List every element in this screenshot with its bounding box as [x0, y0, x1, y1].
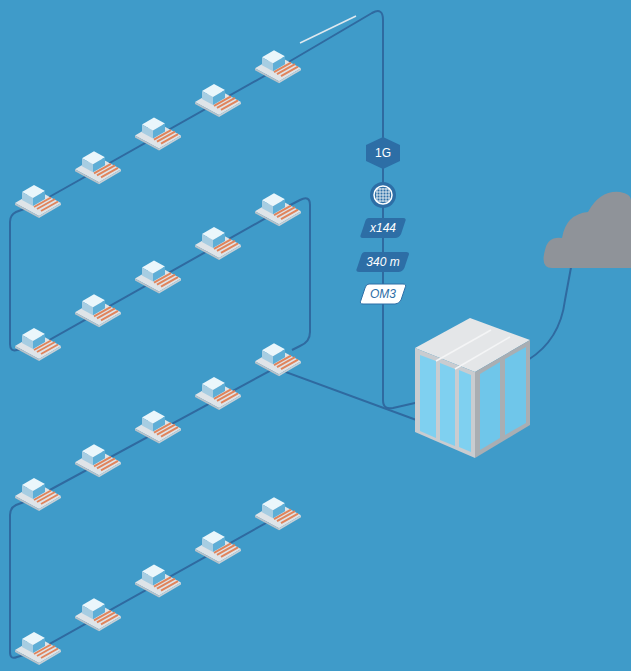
device-icon [15, 328, 61, 361]
fiber-type-badge: OM3 [359, 284, 407, 304]
device-icon [135, 261, 181, 294]
badge-text: x144 [370, 222, 396, 234]
badge-text: 1G [375, 147, 391, 159]
badge-text: 340 m [366, 256, 399, 268]
device-icon [135, 411, 181, 444]
device-icon [75, 444, 121, 477]
cloud [544, 192, 631, 268]
device-icon [135, 565, 181, 598]
badge-text: OM3 [370, 288, 396, 300]
device-icon [15, 185, 61, 218]
device-icon [255, 343, 301, 376]
device-icon [75, 598, 121, 631]
device-icon [255, 497, 301, 530]
fiber-count-badge: x144 [359, 218, 407, 238]
device-icon [75, 294, 121, 327]
device-icon [195, 531, 241, 564]
server-rack [415, 318, 530, 458]
device-icon [195, 377, 241, 410]
device-icon [15, 478, 61, 511]
device-icon [195, 84, 241, 117]
chain-cable [10, 11, 572, 658]
device-icon [75, 151, 121, 184]
fiber-icon [370, 182, 396, 208]
speed-badge: 1G [366, 137, 400, 169]
device-icon [135, 118, 181, 151]
length-badge: 340 m [355, 252, 410, 272]
device-icon [195, 227, 241, 260]
fiber-strand [300, 16, 356, 43]
device-icon [255, 50, 301, 83]
device-icon [15, 632, 61, 665]
device-icon [255, 193, 301, 226]
